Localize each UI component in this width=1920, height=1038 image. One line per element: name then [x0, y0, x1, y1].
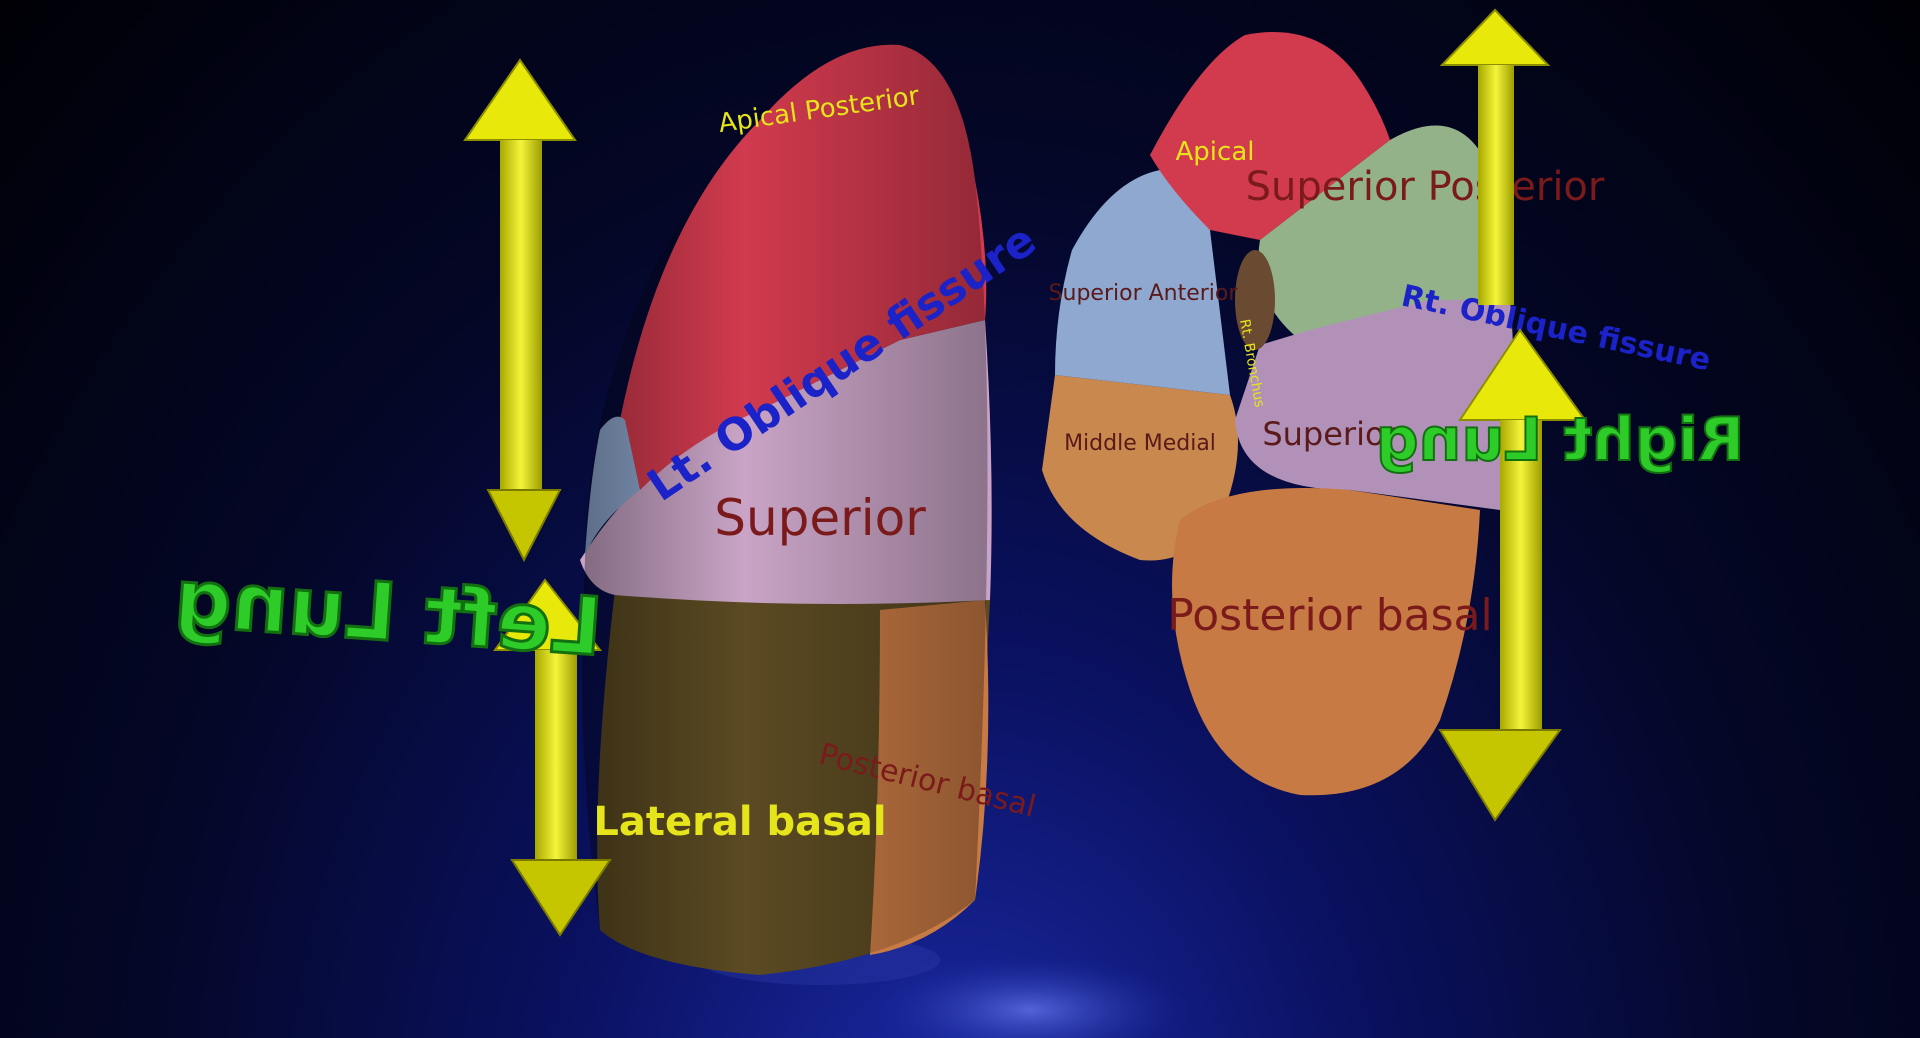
right-hilum [1235, 250, 1275, 350]
left-lower-arrow [493, 578, 612, 937]
right-superior-segment [1235, 300, 1514, 510]
svg-text:Left Lung: Left Lung [171, 551, 605, 674]
right-lung-title: Right Lung [1375, 404, 1746, 476]
right-apical-label: Apical [1176, 137, 1255, 167]
right-superior-anterior-label: Superior Anterior [1049, 281, 1239, 306]
right-posterior-basal-segment [1172, 488, 1480, 796]
left-lung-title: Left Lung [170, 550, 607, 676]
right-posterior-basal-label: Posterior basal [1167, 590, 1492, 641]
right-lower-arrow [1438, 328, 1587, 822]
left-lateral-basal-label: Lateral basal [593, 799, 886, 845]
left-upper-arrow [463, 58, 577, 563]
right-upper-arrow [1439, 8, 1551, 305]
left-superior-label: Superior [714, 489, 926, 547]
left-lung: Apical Posterior Lt. Oblique fissure Sup… [580, 44, 1045, 976]
right-apical-segment [1150, 32, 1390, 240]
floor-glow [870, 955, 1190, 1038]
right-superior-anterior-segment [1055, 170, 1230, 395]
right-superior-posterior-segment [1258, 125, 1510, 340]
svg-text:Right Lung: Right Lung [1376, 405, 1745, 475]
right-superior-posterior-label: Superior Posterior [1246, 164, 1605, 210]
right-superior-label: Superior [1262, 415, 1398, 453]
right-middle-medial-label: Middle Medial [1064, 431, 1216, 456]
